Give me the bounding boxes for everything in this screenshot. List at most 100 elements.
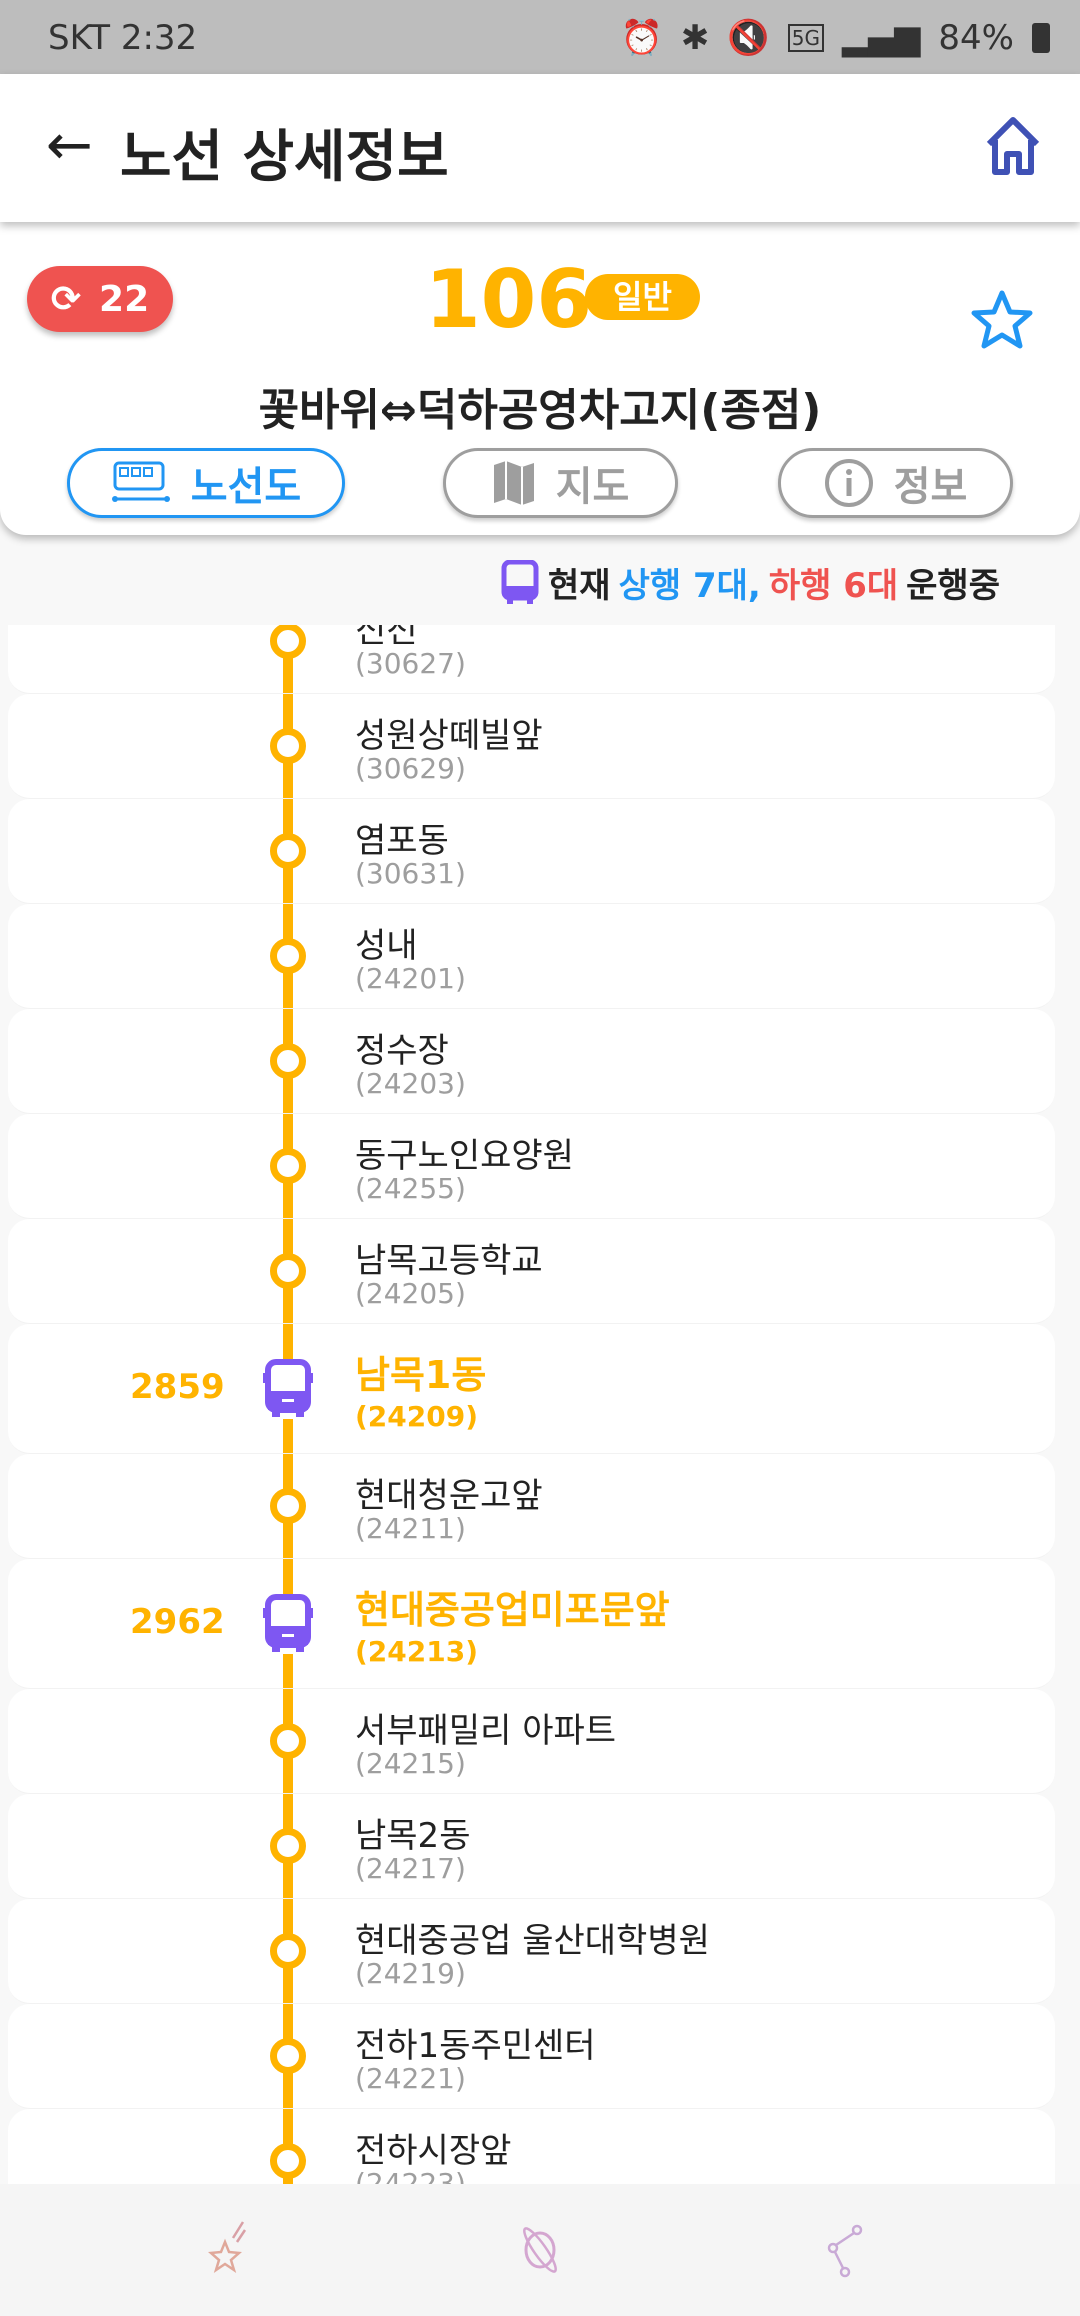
operation-prefix: 현재 <box>548 566 611 606</box>
bus-route-icon <box>111 461 170 502</box>
favorite-star-icon[interactable] <box>970 288 1034 352</box>
operation-suffix: 운행중 <box>906 566 1000 606</box>
stop-code: (24211) <box>355 1512 466 1545</box>
route-card: ⟳ 22 106 일반 꽃바위⇔덕하공영차고지(종점) 노선도 지도 정보 <box>0 222 1080 535</box>
route-line <box>283 625 293 693</box>
back-button[interactable]: ← <box>46 113 93 178</box>
map-icon <box>493 461 534 505</box>
status-bar: SKT 2:32 ⏰ ✱ 🔇 5G ▂▄▆ 84% <box>0 0 1080 74</box>
bluetooth-icon: ✱ <box>680 18 710 58</box>
route-type-badge: 일반 <box>585 274 700 320</box>
stop-code: (24219) <box>355 1957 466 1990</box>
refresh-icon: ⟳ <box>50 278 82 320</box>
battery-icon <box>1032 23 1050 53</box>
stop-dot-icon <box>270 2038 306 2074</box>
stop-dot-icon <box>270 625 306 659</box>
home-icon[interactable] <box>985 116 1041 176</box>
share-icon[interactable] <box>815 2220 875 2280</box>
stop-row[interactable]: 서부패밀리 아파트(24215) <box>8 1689 1055 1794</box>
page-title: 노선 상세정보 <box>120 125 449 190</box>
stop-dot-icon <box>270 1253 306 1289</box>
carrier-time: SKT 2:32 <box>48 18 198 58</box>
stop-row[interactable]: 남목고등학교(24205) <box>8 1219 1055 1324</box>
operation-status: 현재 상행 7대, 하행 6대 운행중 <box>500 558 1000 607</box>
stop-code: (24223) <box>355 2167 466 2184</box>
stop-name: 남목2동 <box>355 1816 471 1856</box>
stop-name: 서부패밀리 아파트 <box>355 1711 617 1751</box>
network-label: 5G <box>787 24 824 52</box>
stop-row[interactable]: 남목2동(24217) <box>8 1794 1055 1899</box>
refresh-count: 22 <box>99 278 150 320</box>
bus-icon <box>262 1593 314 1654</box>
tab-label: 지도 <box>555 464 630 510</box>
bus-number: 2962 <box>130 1601 225 1642</box>
stop-name: 전하시장앞 <box>355 2131 512 2171</box>
info-icon <box>824 459 873 507</box>
stop-dot-icon <box>270 1723 306 1759</box>
stop-row[interactable]: 전하시장앞(24223) <box>8 2109 1055 2184</box>
stop-dot-icon <box>270 1488 306 1524</box>
stop-row[interactable]: 현대중공업 울산대학병원(24219) <box>8 1899 1055 2004</box>
stop-code: (24209) <box>355 1400 479 1433</box>
planet-icon[interactable] <box>510 2220 570 2280</box>
stop-name: 현대중공업 울산대학병원 <box>355 1921 710 1961</box>
stop-code: (30627) <box>355 647 466 680</box>
stop-name: 동구노인요양원 <box>355 1136 574 1176</box>
stop-row[interactable]: 동구노인요양원(24255) <box>8 1114 1055 1219</box>
stop-name: 정수장 <box>355 1031 449 1071</box>
stop-row[interactable]: 2859 남목1동(24209) <box>8 1324 1055 1454</box>
app-header: ← 노선 상세정보 <box>0 74 1080 222</box>
stop-name: 성원상떼빌앞 <box>355 716 543 756</box>
stop-name: 성내 <box>355 926 418 966</box>
stop-code: (24205) <box>355 1277 466 1310</box>
bus-icon <box>262 1358 314 1419</box>
stop-name: 남목고등학교 <box>355 1241 543 1281</box>
stop-name: 신전 <box>355 625 418 651</box>
route-number: 106 <box>425 253 592 346</box>
stop-code: (24201) <box>355 962 466 995</box>
tab-map[interactable]: 지도 <box>443 448 678 518</box>
bus-icon <box>501 559 539 604</box>
stop-name: 남목1동 <box>355 1353 487 1397</box>
stop-code: (24203) <box>355 1067 466 1100</box>
stop-name: 전하1동주민센터 <box>355 2026 596 2066</box>
stop-dot-icon <box>270 2143 306 2179</box>
stop-dot-icon <box>270 833 306 869</box>
stop-code: (24213) <box>355 1635 479 1668</box>
mute-icon: 🔇 <box>727 18 770 58</box>
stop-dot-icon <box>270 1148 306 1184</box>
tab-route-map[interactable]: 노선도 <box>67 448 345 518</box>
refresh-button[interactable]: ⟳ 22 <box>27 266 173 332</box>
stop-name: 현대청운고앞 <box>355 1476 543 1516</box>
stop-code: (30629) <box>355 752 466 785</box>
favorites-star-icon[interactable] <box>205 2220 265 2280</box>
alarm-icon: ⏰ <box>620 18 663 58</box>
stop-code: (24221) <box>355 2062 466 2095</box>
tab-info[interactable]: 정보 <box>778 448 1013 518</box>
tab-label: 정보 <box>893 464 968 510</box>
stop-code: (24217) <box>355 1852 466 1885</box>
stop-row[interactable]: 전하1동주민센터(24221) <box>8 2004 1055 2109</box>
stop-code: (24255) <box>355 1172 466 1205</box>
signal-icon: ▂▄▆ <box>841 18 921 58</box>
stop-code: (30631) <box>355 857 466 890</box>
stop-code: (24215) <box>355 1747 466 1780</box>
operation-down: 하행 6대 <box>768 566 899 606</box>
bus-number: 2859 <box>130 1366 225 1407</box>
stop-row[interactable]: 성원상떼빌앞(30629) <box>8 694 1055 799</box>
stop-row[interactable]: 성내(24201) <box>8 904 1055 1009</box>
stop-dot-icon <box>270 728 306 764</box>
route-title: 꽃바위⇔덕하공영차고지(종점) <box>258 385 822 436</box>
stop-dot-icon <box>270 1043 306 1079</box>
stop-name: 염포동 <box>355 821 449 861</box>
stop-row[interactable]: 현대청운고앞(24211) <box>8 1454 1055 1559</box>
stop-list[interactable]: 신전(30627)성원상떼빌앞(30629)염포동(30631)성내(24201… <box>0 625 1080 2184</box>
stop-dot-icon <box>270 938 306 974</box>
stop-row[interactable]: 정수장(24203) <box>8 1009 1055 1114</box>
stop-row[interactable]: 신전(30627) <box>8 625 1055 694</box>
stop-dot-icon <box>270 1933 306 1969</box>
tab-label: 노선도 <box>190 464 302 510</box>
stop-row[interactable]: 염포동(30631) <box>8 799 1055 904</box>
stop-dot-icon <box>270 1828 306 1864</box>
